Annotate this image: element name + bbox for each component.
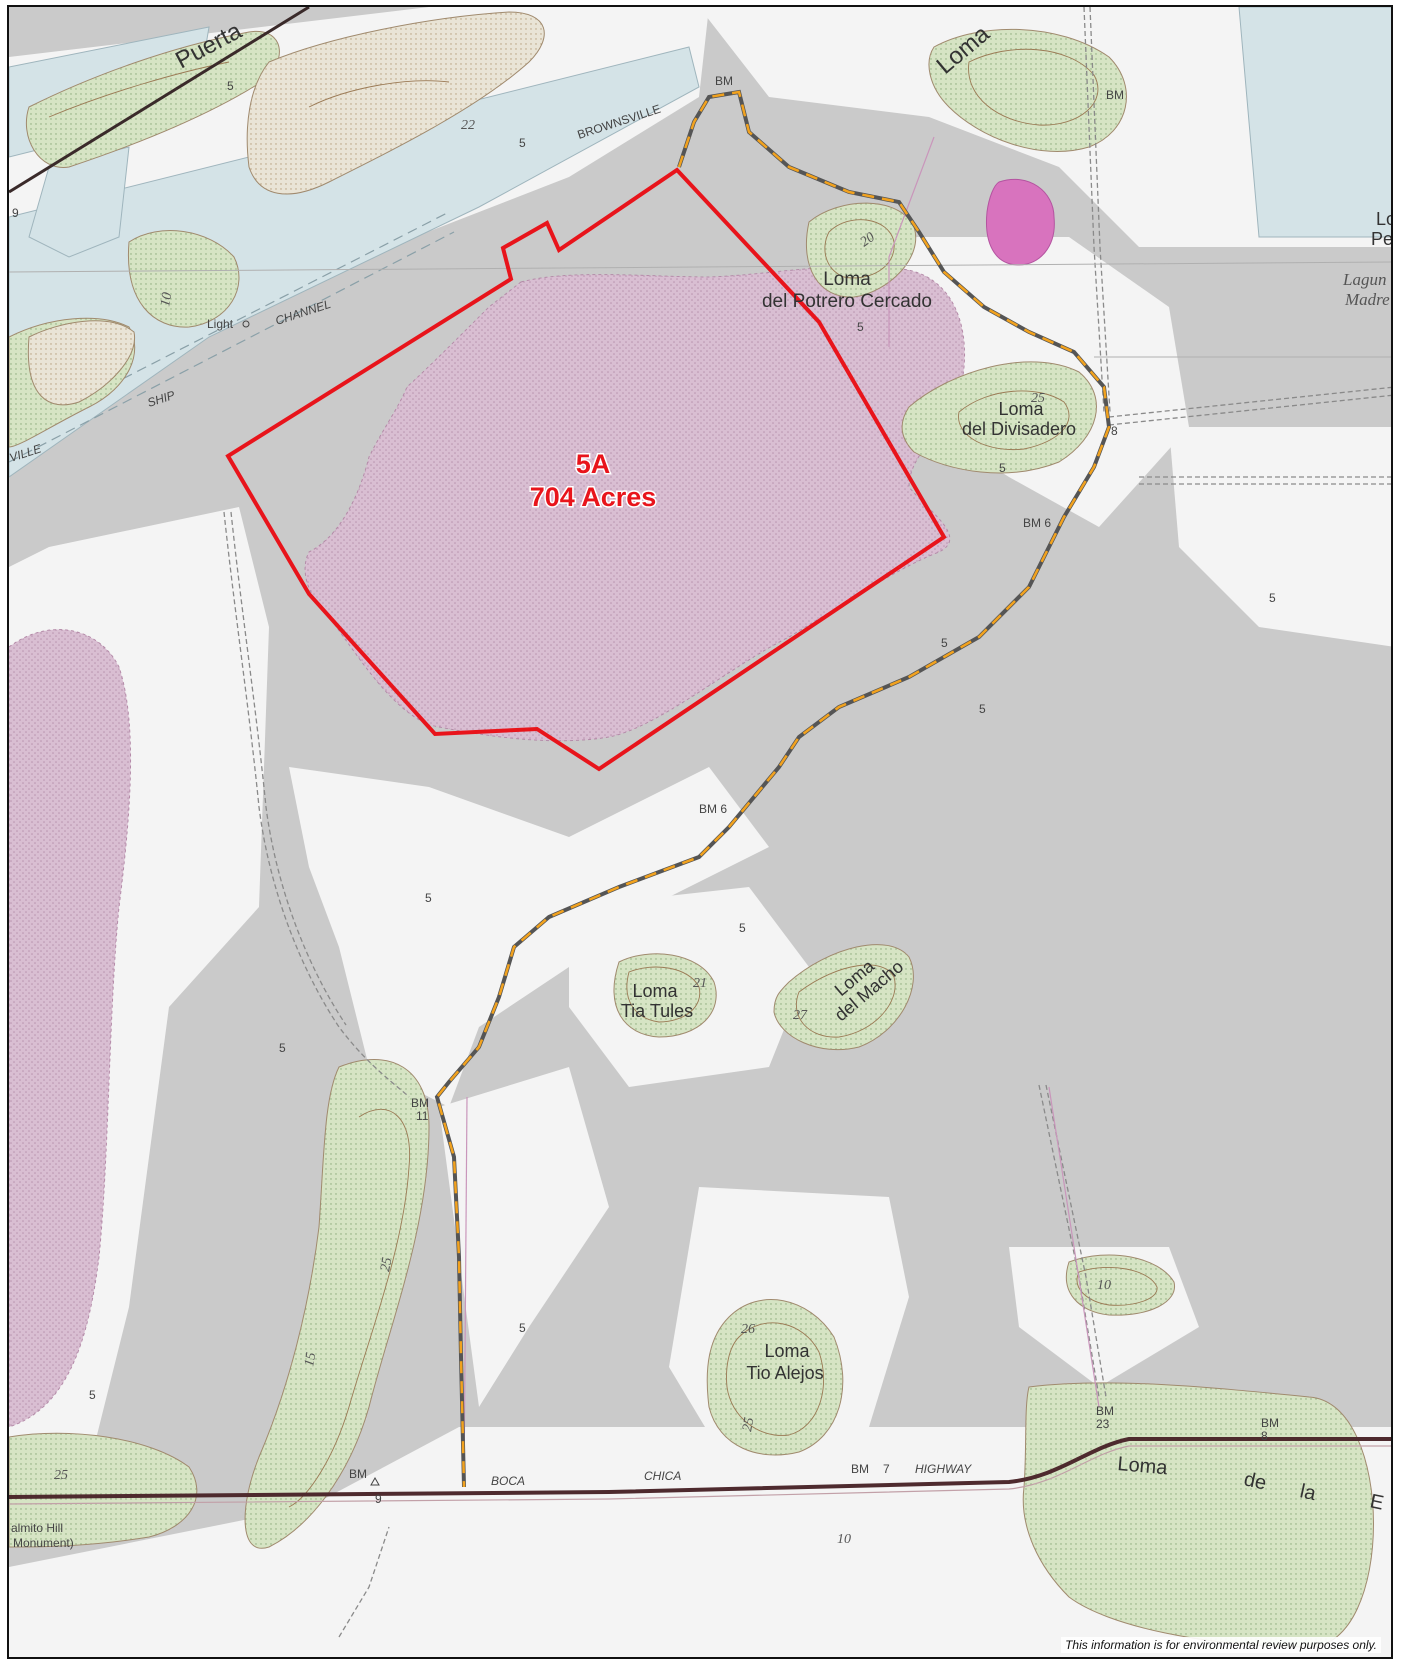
parcel-area-label: 704 Acres [530, 482, 657, 512]
label-laguna-1: Lagun [1342, 270, 1386, 289]
svg-text:5: 5 [739, 921, 746, 935]
svg-text:5: 5 [979, 702, 986, 716]
disclaimer-text: This information is for environmental re… [1061, 1637, 1381, 1653]
lomas-sandy [27, 11, 545, 406]
svg-text:27: 27 [793, 1008, 808, 1023]
label-e: E [1368, 1490, 1386, 1514]
svg-text:BM 6: BM 6 [1023, 516, 1051, 530]
label-lo-pel-1: Lo [1376, 209, 1393, 229]
label-loma-la: Loma [1117, 1453, 1170, 1479]
svg-text:7: 7 [883, 1462, 890, 1476]
railroad-top [9, 7, 310, 194]
svg-text:BM: BM [349, 1467, 367, 1481]
svg-text:BM: BM [1106, 88, 1124, 102]
label-loma-tia: Loma [632, 981, 678, 1001]
topographic-map[interactable]: 5A 704 Acres Puerta Loma BROWNSVILLE CHA… [9, 7, 1393, 1659]
svg-text:10: 10 [1097, 1278, 1111, 1293]
svg-text:25: 25 [1031, 391, 1045, 406]
svg-text:22: 22 [461, 118, 475, 133]
svg-text:BM: BM [1096, 1404, 1114, 1418]
label-potrero-cercado: del Potrero Cercado [762, 291, 932, 312]
svg-text:25: 25 [54, 1468, 68, 1483]
access-route[interactable] [434, 89, 1112, 1488]
svg-text:5: 5 [999, 461, 1006, 475]
svg-text:21: 21 [693, 976, 707, 991]
boca-chica-highway[interactable] [9, 1437, 1393, 1505]
svg-text:5: 5 [89, 1388, 96, 1402]
svg-text:8: 8 [1111, 424, 1118, 438]
svg-text:15: 15 [302, 1351, 319, 1367]
label-divisadero: del Divisadero [962, 419, 1076, 439]
label-de: de [1242, 1468, 1268, 1494]
label-tio-alejos: Tio Alejos [746, 1363, 823, 1383]
svg-text:5: 5 [519, 1321, 526, 1335]
elevation-labels: 22 20 25 25 25 25 27 21 26 10 10 10 15 5… [12, 79, 1276, 1547]
label-laguna-2: Madre [1344, 290, 1390, 309]
svg-text:10: 10 [837, 1532, 851, 1547]
svg-text:9: 9 [375, 1492, 382, 1506]
svg-text:25: 25 [378, 1256, 395, 1272]
svg-text:23: 23 [1096, 1417, 1110, 1431]
svg-text:5: 5 [425, 891, 432, 905]
contour-lines [48, 48, 1158, 1508]
svg-text:11: 11 [416, 1109, 429, 1123]
svg-text:5: 5 [227, 79, 234, 93]
label-la: la [1298, 1480, 1319, 1505]
tidal-flats [9, 266, 966, 1428]
svg-text:5: 5 [279, 1041, 286, 1055]
svg-text:BM: BM [851, 1462, 869, 1476]
light-icon [242, 320, 250, 328]
label-loma-potrero: Loma [823, 269, 871, 290]
parcel-id-label: 5A [576, 449, 611, 479]
svg-text:25: 25 [740, 1416, 757, 1432]
svg-text:BM: BM [715, 74, 733, 88]
svg-text:26: 26 [741, 1322, 755, 1337]
label-loma-tio: Loma [764, 1341, 810, 1361]
svg-text:5: 5 [857, 320, 864, 334]
svg-text:5: 5 [519, 136, 526, 150]
grid-lines [9, 261, 1391, 358]
svg-text:10: 10 [158, 291, 175, 307]
label-boca: BOCA [491, 1474, 525, 1488]
svg-text:8: 8 [1261, 1429, 1268, 1443]
label-light: Light [207, 317, 234, 331]
label-lo-pel-2: Pel [1371, 229, 1393, 249]
triangulation-station-icon [370, 1476, 380, 1486]
label-tia-tules: Tia Tules [621, 1001, 693, 1021]
label-loma-divisadero: Loma [998, 399, 1044, 419]
dirt-roads [223, 7, 1391, 1638]
label-monument-1: almito Hill [11, 1521, 63, 1535]
svg-text:9: 9 [12, 206, 19, 220]
label-monument-2: Monument) [13, 1536, 74, 1550]
label-chica: CHICA [644, 1469, 681, 1483]
svg-text:5: 5 [941, 636, 948, 650]
svg-text:BM: BM [411, 1096, 429, 1110]
svg-text:BM: BM [1261, 1416, 1279, 1430]
parcel-5a-boundary[interactable] [225, 167, 947, 772]
svg-text:5: 5 [1269, 591, 1276, 605]
label-highway: HIGHWAY [915, 1462, 972, 1476]
benchmark-labels: BM BM BM 6 BM 6 BM 11 BM BM BM 23 BM 8 [349, 74, 1279, 1486]
svg-text:BM 6: BM 6 [699, 802, 727, 816]
map-frame: 5A 704 Acres Puerta Loma BROWNSVILLE CHA… [7, 5, 1393, 1659]
pink-pond [985, 178, 1055, 266]
